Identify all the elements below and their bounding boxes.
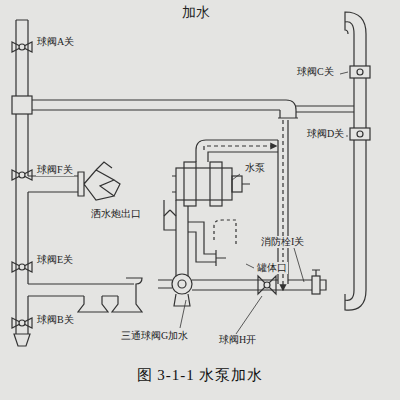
bottom-pipe [192, 280, 312, 290]
part-label: 球阀H开 [218, 334, 257, 346]
tank-pipe [188, 222, 216, 262]
part-label: 洒水炮出口 [90, 208, 142, 220]
spray-cannon [78, 162, 120, 200]
diagram-title: 加水 [182, 4, 210, 22]
nozzle [112, 278, 142, 312]
flow-arrow [204, 146, 276, 150]
nozzle [78, 296, 108, 312]
part-label: 球阀E关 [36, 254, 74, 266]
part-label: 球阀B关 [36, 314, 75, 326]
valve-e [12, 262, 32, 272]
inlet-pipe [164, 200, 188, 276]
bottom-hook [345, 290, 366, 310]
part-label: 消防栓I关 [260, 236, 305, 248]
riser-pipe [278, 120, 288, 284]
part-label: 球阀C关 [296, 66, 335, 78]
e-pipe [28, 284, 134, 296]
figure-caption: 图 3-1-1 水泵加水 [137, 366, 264, 385]
tank-arrow [214, 220, 236, 244]
arrow [164, 210, 176, 216]
water-pump [172, 162, 250, 206]
valve-d [350, 128, 370, 140]
part-label: 球阀F关 [36, 164, 74, 176]
valve-h [258, 276, 276, 294]
part-label: 水泵 [244, 162, 266, 174]
part-label: 球阀A关 [36, 36, 75, 48]
left-outlet [14, 334, 30, 346]
part-label: 罐体口 [256, 262, 288, 274]
junction [12, 96, 32, 114]
valve-a [12, 42, 32, 52]
hydrant-i [312, 270, 326, 294]
branch-pipe [296, 106, 354, 112]
part-label: 球阀D关 [306, 128, 345, 140]
valve-b [12, 318, 32, 328]
cannon-pipe [28, 176, 78, 192]
leader-lines [180, 72, 348, 334]
top-hook [345, 12, 366, 34]
valve-c [350, 66, 370, 78]
three-way-valve [158, 274, 192, 306]
outlet-pipe [196, 140, 278, 162]
valve-f [12, 170, 32, 180]
top-pipe [32, 100, 298, 118]
tank-flange [216, 250, 226, 266]
part-label: 三通球阀G加水 [120, 330, 189, 342]
